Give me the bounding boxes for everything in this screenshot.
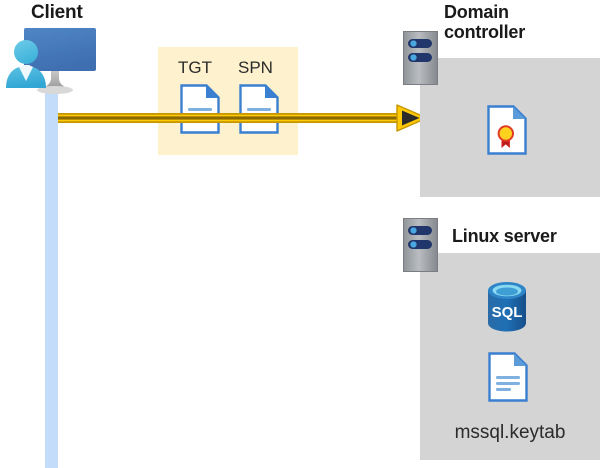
keytab-filename-label: mssql.keytab [454,422,566,443]
client-to-domain-controller-arrow [58,104,428,132]
certificate-document-icon [487,105,527,155]
server-tower-icon [403,31,438,85]
sql-database-icon: SQL [488,282,526,332]
keytab-document-icon [488,352,528,402]
client-title: Client [31,2,83,23]
server-tower-icon [403,218,438,272]
spn-label: SPN [238,58,273,77]
linux-server-title: Linux server [452,226,557,246]
tgt-label: TGT [178,58,212,77]
client-lifeline-band [45,93,58,468]
sql-badge-text: SQL [492,304,523,321]
user-monitor-icon [6,28,96,94]
domain-controller-title: Domain controller [444,2,526,43]
